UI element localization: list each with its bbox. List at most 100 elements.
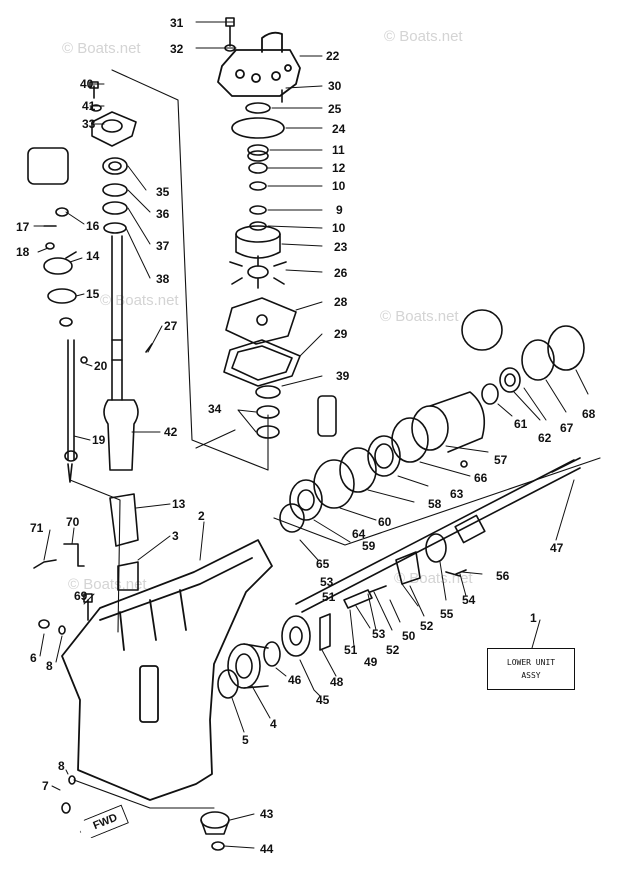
bolt-44 — [211, 841, 225, 851]
callout-37: 37 — [156, 239, 170, 253]
detail-16-callout — [27, 147, 69, 185]
plunger-49 — [343, 589, 373, 609]
plug-6 — [38, 619, 50, 629]
callout-56: 56 — [496, 569, 510, 583]
callout-39: 39 — [336, 369, 350, 383]
callout-48: 48 — [330, 675, 344, 689]
assy-box-line1: LOWER UNIT — [506, 658, 556, 667]
grommet-16 — [55, 207, 69, 217]
bolt-66 — [460, 460, 468, 468]
leader-lines — [33, 21, 589, 849]
impeller-26 — [229, 255, 287, 289]
callout-9: 9 — [336, 203, 343, 217]
seal-15 — [47, 288, 77, 304]
fitting-70 — [63, 543, 85, 567]
callout-34: 34 — [208, 402, 222, 416]
clip-20 — [80, 356, 88, 364]
callout-51a: 51 — [322, 590, 336, 604]
watermark: © Boats.net — [380, 308, 459, 325]
callout-22: 22 — [326, 49, 340, 63]
callout-64: 64 — [352, 527, 366, 541]
anode-43 — [200, 811, 230, 835]
callout-43: 43 — [260, 807, 274, 821]
shim-60 — [339, 447, 377, 493]
callout-5: 5 — [242, 733, 249, 747]
washer-8b — [68, 775, 76, 785]
callout-14: 14 — [86, 249, 100, 263]
detail-34-callout — [317, 395, 337, 437]
seal-12 — [248, 162, 268, 174]
washer-18 — [45, 242, 55, 250]
bearing-34 — [256, 405, 280, 439]
seal-housing-33 — [91, 111, 137, 147]
bolt-31 — [225, 17, 235, 47]
watermark: © Boats.net — [62, 40, 141, 57]
callout-47: 47 — [550, 541, 564, 555]
gear-45 — [281, 615, 311, 657]
insert-25 — [245, 102, 271, 114]
callout-42: 42 — [164, 425, 178, 439]
callout-28: 28 — [334, 295, 348, 309]
callout-1: 1 — [530, 611, 537, 625]
callout-49: 49 — [364, 655, 378, 669]
callout-15: 15 — [86, 287, 100, 301]
callout-6: 6 — [30, 651, 37, 665]
seal-61 — [481, 383, 499, 405]
callout-26: 26 — [334, 266, 348, 280]
oring-63 — [391, 417, 429, 463]
callout-55: 55 — [440, 607, 454, 621]
callout-25: 25 — [328, 102, 342, 116]
callout-numbers: 1 2 3 4 5 6 7 8 8 9 10 10 11 12 13 14 15… — [16, 16, 596, 856]
callout-68: 68 — [582, 407, 596, 421]
callout-20: 20 — [94, 359, 108, 373]
bearing-35 — [102, 157, 128, 175]
lower-case-2 — [61, 539, 273, 801]
washer-9 — [249, 205, 267, 215]
callout-46: 46 — [288, 673, 302, 687]
pinion-65 — [279, 503, 305, 533]
callout-71: 71 — [30, 521, 44, 535]
callout-69: 69 — [74, 589, 88, 603]
callout-50: 50 — [402, 629, 416, 643]
callout-11: 11 — [332, 143, 345, 157]
callout-12: 12 — [332, 161, 346, 175]
callout-38: 38 — [156, 272, 170, 286]
callout-57: 57 — [494, 453, 508, 467]
gasket-29 — [223, 339, 301, 387]
seal-37 — [102, 201, 128, 215]
callout-33: 33 — [82, 117, 96, 131]
callout-53a: 53 — [320, 575, 334, 589]
plug-7 — [61, 802, 71, 814]
callout-53b: 53 — [372, 627, 386, 641]
dog-clutch-52 — [395, 551, 421, 585]
watermark: © Boats.net — [100, 292, 179, 309]
assy-box-line2: ASSY — [521, 671, 541, 680]
watermark: © Boats.net — [384, 28, 463, 45]
callout-24: 24 — [332, 122, 346, 136]
callout-36: 36 — [156, 207, 170, 221]
bearing-housing-4 — [227, 643, 269, 689]
callout-44: 44 — [260, 842, 274, 856]
callout-10a: 10 — [332, 179, 346, 193]
shift-cam-cup-13 — [109, 493, 139, 547]
propeller-shaft-47 — [295, 457, 581, 613]
callout-30: 30 — [328, 79, 342, 93]
callout-23: 23 — [334, 240, 348, 254]
oring-68 — [547, 325, 585, 371]
seal-5 — [217, 669, 239, 699]
callout-29: 29 — [334, 327, 348, 341]
lower-unit-assy-box: LOWER UNIT ASSY — [487, 648, 575, 690]
bearing-housing-57 — [411, 391, 486, 453]
gear-59 — [289, 479, 323, 521]
bearing-46 — [263, 641, 281, 667]
pin-56 — [445, 571, 461, 577]
callout-62: 62 — [538, 431, 552, 445]
callout-59: 59 — [362, 539, 376, 553]
callout-45: 45 — [316, 693, 330, 707]
seal-11 — [247, 144, 269, 162]
callout-18: 18 — [16, 245, 30, 259]
drive-shaft-42 — [103, 235, 139, 471]
callout-52b: 52 — [420, 619, 434, 633]
shift-rod-19 — [64, 339, 78, 483]
